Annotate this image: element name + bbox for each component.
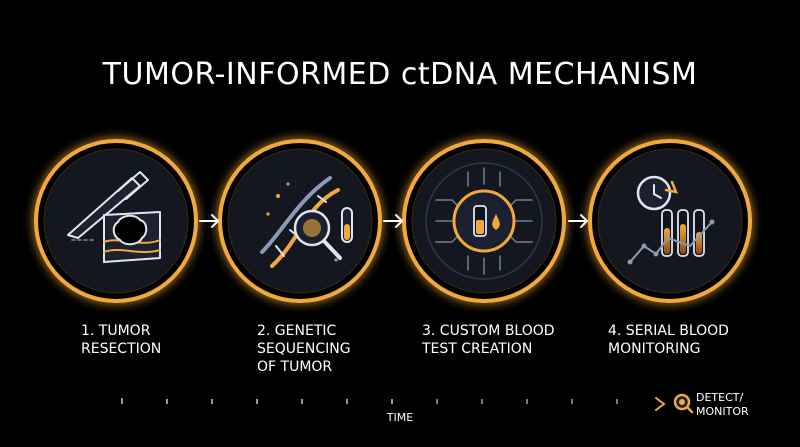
step-4-label: 4. SERIAL BLOOD MONITORING bbox=[608, 322, 758, 358]
arrow-1-to-2 bbox=[199, 214, 220, 228]
scalpel-tumor-icon bbox=[67, 171, 161, 263]
timeline-axis bbox=[121, 397, 666, 411]
step-4-label-line-1: 4. SERIAL BLOOD bbox=[608, 323, 729, 339]
timeline-end-label-line-2: MONITOR bbox=[696, 405, 749, 418]
diagram-title: TUMOR-INFORMED ctDNA MECHANISM bbox=[102, 57, 698, 92]
clock-tubes-chart-icon bbox=[627, 175, 715, 265]
arrow-3-to-4 bbox=[568, 214, 589, 228]
step-1-label-line-2: RESECTION bbox=[81, 341, 162, 357]
step-2-label-line-3: OF TUMOR bbox=[257, 359, 333, 375]
step-2-label-line-2: SEQUENCING bbox=[257, 341, 351, 357]
step-1-label-line-1: 1. TUMOR bbox=[81, 323, 151, 339]
step-2-label: 2. GENETIC SEQUENCING OF TUMOR bbox=[257, 322, 407, 376]
step-1-label: 1. TUMOR RESECTION bbox=[81, 322, 231, 358]
step-4-label-line-2: MONITORING bbox=[608, 341, 701, 357]
step-2-label-line-1: 2. GENETIC bbox=[257, 323, 337, 339]
blood-vial-chip-icon bbox=[425, 162, 543, 280]
magnifier-icon bbox=[673, 393, 694, 414]
arrow-2-to-3 bbox=[383, 214, 404, 228]
step-3-label-line-1: 3. CUSTOM BLOOD bbox=[422, 323, 555, 339]
step-3-label-line-2: TEST CREATION bbox=[422, 341, 533, 357]
timeline-label: TIME bbox=[386, 411, 414, 424]
timeline-end-label-line-1: DETECT/ bbox=[696, 391, 744, 404]
dna-magnifier-icon bbox=[260, 176, 353, 268]
timeline-end-label: DETECT/ MONITOR bbox=[696, 391, 749, 419]
step-3-label: 3. CUSTOM BLOOD TEST CREATION bbox=[422, 322, 572, 358]
